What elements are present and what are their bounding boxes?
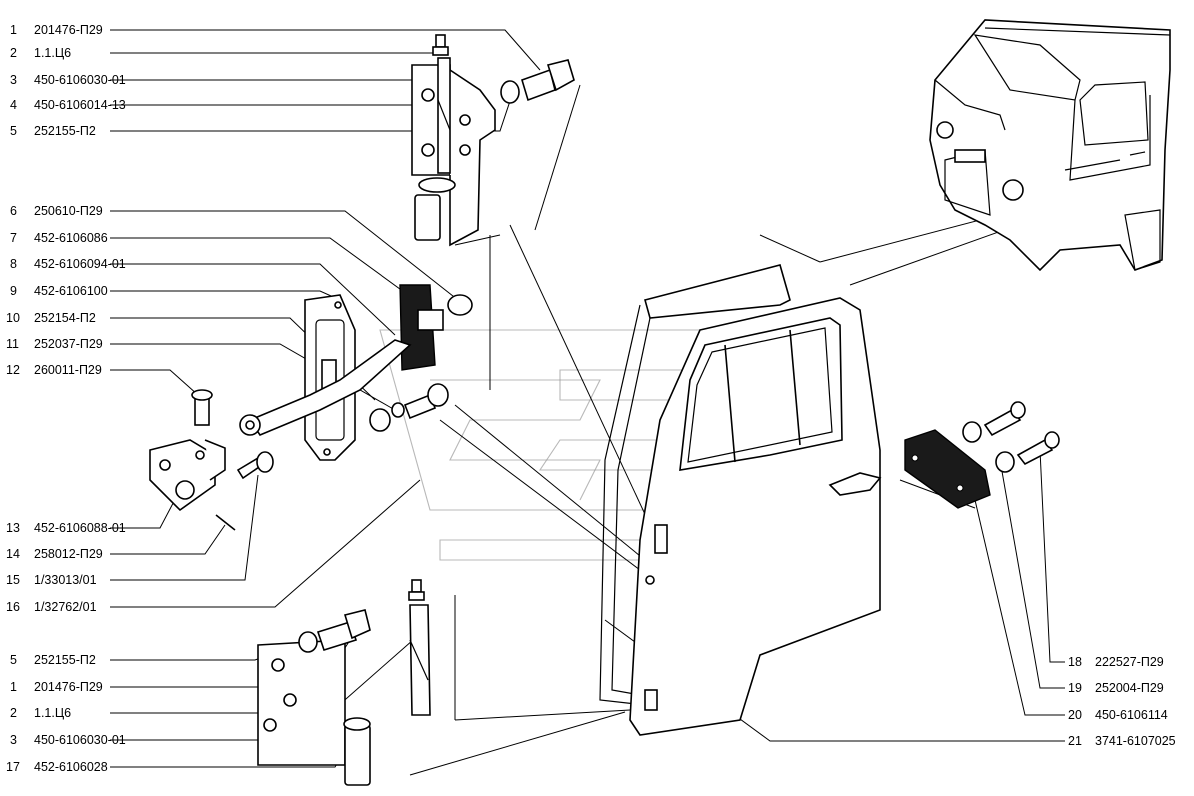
svg-text:3: 3	[10, 73, 17, 87]
label-row: 5 252155-П2	[10, 124, 96, 138]
svg-text:450-6106114: 450-6106114	[1095, 708, 1168, 722]
label-row: 14 258012-П29	[6, 547, 103, 561]
label-row: 20 450-6106114	[1068, 708, 1168, 722]
svg-text:252155-П2: 252155-П2	[34, 653, 96, 667]
svg-text:4: 4	[10, 98, 17, 112]
left-labels: 1 201476-П29 2 1.1.Ц6 3 450-6106030-01 4 450…	[6, 23, 126, 774]
label-row: 11 252037-П29	[6, 337, 103, 351]
svg-text:10: 10	[6, 311, 20, 325]
svg-text:21: 21	[1068, 734, 1082, 748]
svg-text:201476-П29: 201476-П29	[34, 23, 103, 37]
svg-text:1.1.Ц6: 1.1.Ц6	[34, 706, 71, 720]
label-row: 19 252004-П29	[1068, 681, 1164, 695]
label-row: 2 1.1.Ц6	[10, 706, 71, 720]
svg-text:252154-П2: 252154-П2	[34, 311, 96, 325]
svg-text:1/33013/01: 1/33013/01	[34, 573, 97, 587]
svg-text:12: 12	[6, 363, 20, 377]
svg-text:2: 2	[10, 46, 17, 60]
svg-text:1: 1	[10, 680, 17, 694]
svg-text:16: 16	[6, 600, 20, 614]
svg-text:20: 20	[1068, 708, 1082, 722]
label-row: 16 1/32762/01	[6, 600, 97, 614]
svg-text:452-6106088-01: 452-6106088-01	[34, 521, 126, 535]
svg-text:450-6106030-01: 450-6106030-01	[34, 73, 126, 87]
label-row: 1 201476-П29	[10, 23, 103, 37]
upper-hinge	[411, 34, 575, 247]
svg-text:3741-6107025: 3741-6107025	[1095, 734, 1176, 748]
svg-text:252004-П29: 252004-П29	[1095, 681, 1164, 695]
label-row: 9 452-6106100	[10, 284, 108, 298]
svg-text:7: 7	[10, 231, 17, 245]
svg-text:3: 3	[10, 733, 17, 747]
svg-text:19: 19	[1068, 681, 1082, 695]
svg-text:5: 5	[10, 124, 17, 138]
label-row: 10 252154-П2	[6, 311, 96, 325]
svg-text:452-6106094-01: 452-6106094-01	[34, 257, 126, 271]
svg-text:2: 2	[10, 706, 17, 720]
svg-text:15: 15	[6, 573, 20, 587]
svg-text:17: 17	[6, 760, 20, 774]
svg-text:13: 13	[6, 521, 20, 535]
label-row: 6 250610-П29	[10, 204, 103, 218]
svg-text:6: 6	[10, 204, 17, 218]
label-row: 12 260011-П29	[6, 363, 102, 377]
svg-text:1/32762/01: 1/32762/01	[34, 600, 97, 614]
label-row: 5 252155-П2	[10, 653, 96, 667]
svg-text:252037-П29: 252037-П29	[34, 337, 103, 351]
svg-text:450-6106014-13: 450-6106014-13	[34, 98, 126, 112]
svg-text:11: 11	[6, 337, 19, 351]
svg-text:452-6106028: 452-6106028	[34, 760, 108, 774]
label-row: 3 450-6106030-01	[10, 73, 126, 87]
door-stop-assembly	[149, 284, 473, 531]
svg-text:260011-П29: 260011-П29	[34, 363, 102, 377]
lower-hinge	[257, 579, 431, 786]
svg-text:1.1.Ц6: 1.1.Ц6	[34, 46, 71, 60]
label-row: 21 3741-6107025	[1068, 734, 1176, 748]
label-row: 18 222527-П29	[1068, 655, 1164, 669]
svg-text:450-6106030-01: 450-6106030-01	[34, 733, 126, 747]
svg-text:18: 18	[1068, 655, 1082, 669]
label-row: 8 452-6106094-01	[10, 257, 126, 271]
label-row: 15 1/33013/01	[6, 573, 97, 587]
svg-text:201476-П29: 201476-П29	[34, 680, 103, 694]
svg-text:250610-П29: 250610-П29	[34, 204, 103, 218]
svg-text:8: 8	[10, 257, 17, 271]
svg-text:452-6106100: 452-6106100	[34, 284, 108, 298]
door-buffer	[904, 401, 1060, 509]
svg-text:252155-П2: 252155-П2	[34, 124, 96, 138]
svg-text:14: 14	[6, 547, 20, 561]
svg-text:452-6106086: 452-6106086	[34, 231, 108, 245]
svg-text:258012-П29: 258012-П29	[34, 547, 103, 561]
label-row: 7 452-6106086	[10, 231, 108, 245]
svg-text:222527-П29: 222527-П29	[1095, 655, 1164, 669]
svg-text:1: 1	[10, 23, 17, 37]
svg-text:9: 9	[10, 284, 17, 298]
label-row: 13 452-6106088-01	[6, 521, 126, 535]
vehicle-cab-sketch	[929, 19, 1171, 272]
label-row: 3 450-6106030-01	[10, 733, 126, 747]
label-row: 1 201476-П29	[10, 680, 103, 694]
label-row: 17 452-6106028	[6, 760, 108, 774]
svg-text:5: 5	[10, 653, 17, 667]
door	[599, 210, 1023, 736]
label-row: 2 1.1.Ц6	[10, 46, 71, 60]
label-row: 4 450-6106014-13	[10, 98, 126, 112]
